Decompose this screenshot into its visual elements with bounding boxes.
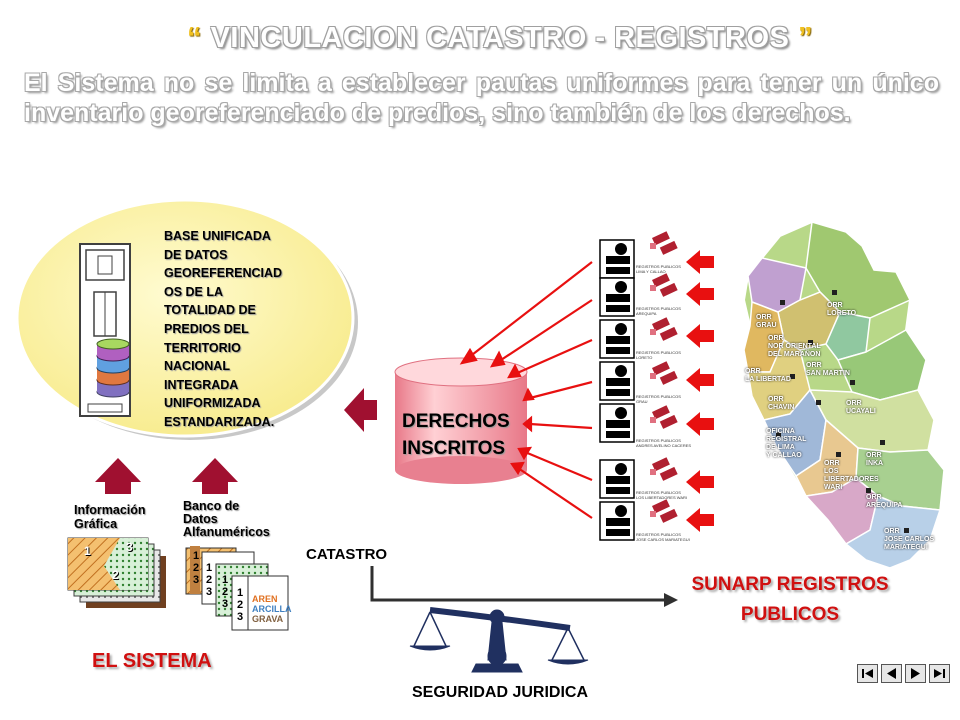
skip-forward-icon (934, 669, 945, 678)
office-icons (599, 239, 635, 541)
base-line: DE DATOS (164, 247, 228, 262)
map-sheets-icon (67, 537, 166, 608)
base-line: PREDIOS DEL (164, 321, 249, 336)
base-line: GEOREFERENCIAD (164, 266, 283, 281)
first-slide-button[interactable] (857, 664, 878, 683)
sheet-numbers-b: 1 2 3 (206, 562, 213, 598)
sheet-number-label: 2 (112, 568, 119, 582)
map-label: MARIATEGUI (884, 544, 928, 551)
banco-datos-label: Banco de Datos Alfanuméricos (183, 499, 270, 539)
base-line: OS DE LA (164, 284, 224, 299)
catastro-arrow (370, 566, 668, 602)
catastro-arrowhead (664, 593, 678, 607)
sheet-numbers-c: 1 2 3 (222, 574, 229, 610)
sheet-numbers-d: 1 2 3 (237, 587, 244, 623)
last-slide-button[interactable] (929, 664, 950, 683)
data-sheets-icon (185, 546, 289, 631)
sheet-numbers-a: 1 2 3 (193, 550, 200, 586)
base-line: BASE UNIFICADA (164, 229, 271, 243)
el-sistema-label: EL SISTEMA (92, 650, 212, 672)
up-arrow-icon-2 (192, 458, 238, 494)
balance-scale-icon (409, 607, 589, 673)
sunarp-label: SUNARP REGISTROS PUBLICOS (691, 574, 889, 625)
derechos-label: DERECHOS INSCRITOS (402, 411, 510, 459)
base-line: TERRITORIO (164, 340, 241, 355)
info-grafica-label: Información Gráfica (74, 503, 146, 531)
seguridad-juridica-label: SEGURIDAD JURIDICA (412, 684, 589, 701)
sheet-number-label: 3 (126, 540, 133, 554)
slide-title: “ VINCULACION CATASTRO - REGISTROS ” (187, 22, 813, 54)
previous-slide-button[interactable] (881, 664, 902, 683)
sunarp-logo-icons (650, 231, 678, 523)
base-line: INTEGRADA (164, 377, 239, 392)
next-slide-button[interactable] (905, 664, 926, 683)
peru-map (742, 220, 946, 570)
base-unificada-text: BASE UNIFICADA DE DATOS GEOREFERENCIAD O… (164, 227, 304, 432)
base-line: TOTALIDAD DE (164, 303, 256, 318)
base-line: ESTANDARIZADA. (164, 414, 275, 429)
play-back-icon (887, 668, 896, 679)
database-stack-icon (96, 338, 130, 398)
left-arrow-icon (344, 388, 377, 432)
base-line: UNIFORMIZADA (164, 396, 261, 411)
sheet-number-label: 1 (84, 544, 91, 558)
office-to-derechos-arrows (459, 261, 593, 519)
sunarp-to-office-arrows (686, 250, 714, 532)
intro-paragraph: El Sistema no se limita a establecer pau… (24, 69, 939, 127)
layer-labels: AREN ARCILLA GRAVA (252, 594, 292, 624)
skip-back-icon (862, 669, 873, 678)
play-forward-icon (911, 668, 920, 679)
base-line: NACIONAL (164, 359, 230, 374)
catastro-label: CATASTRO (306, 546, 388, 563)
map-label: DEL MARAÑON (768, 351, 821, 358)
up-arrow-icon-1 (95, 458, 141, 494)
